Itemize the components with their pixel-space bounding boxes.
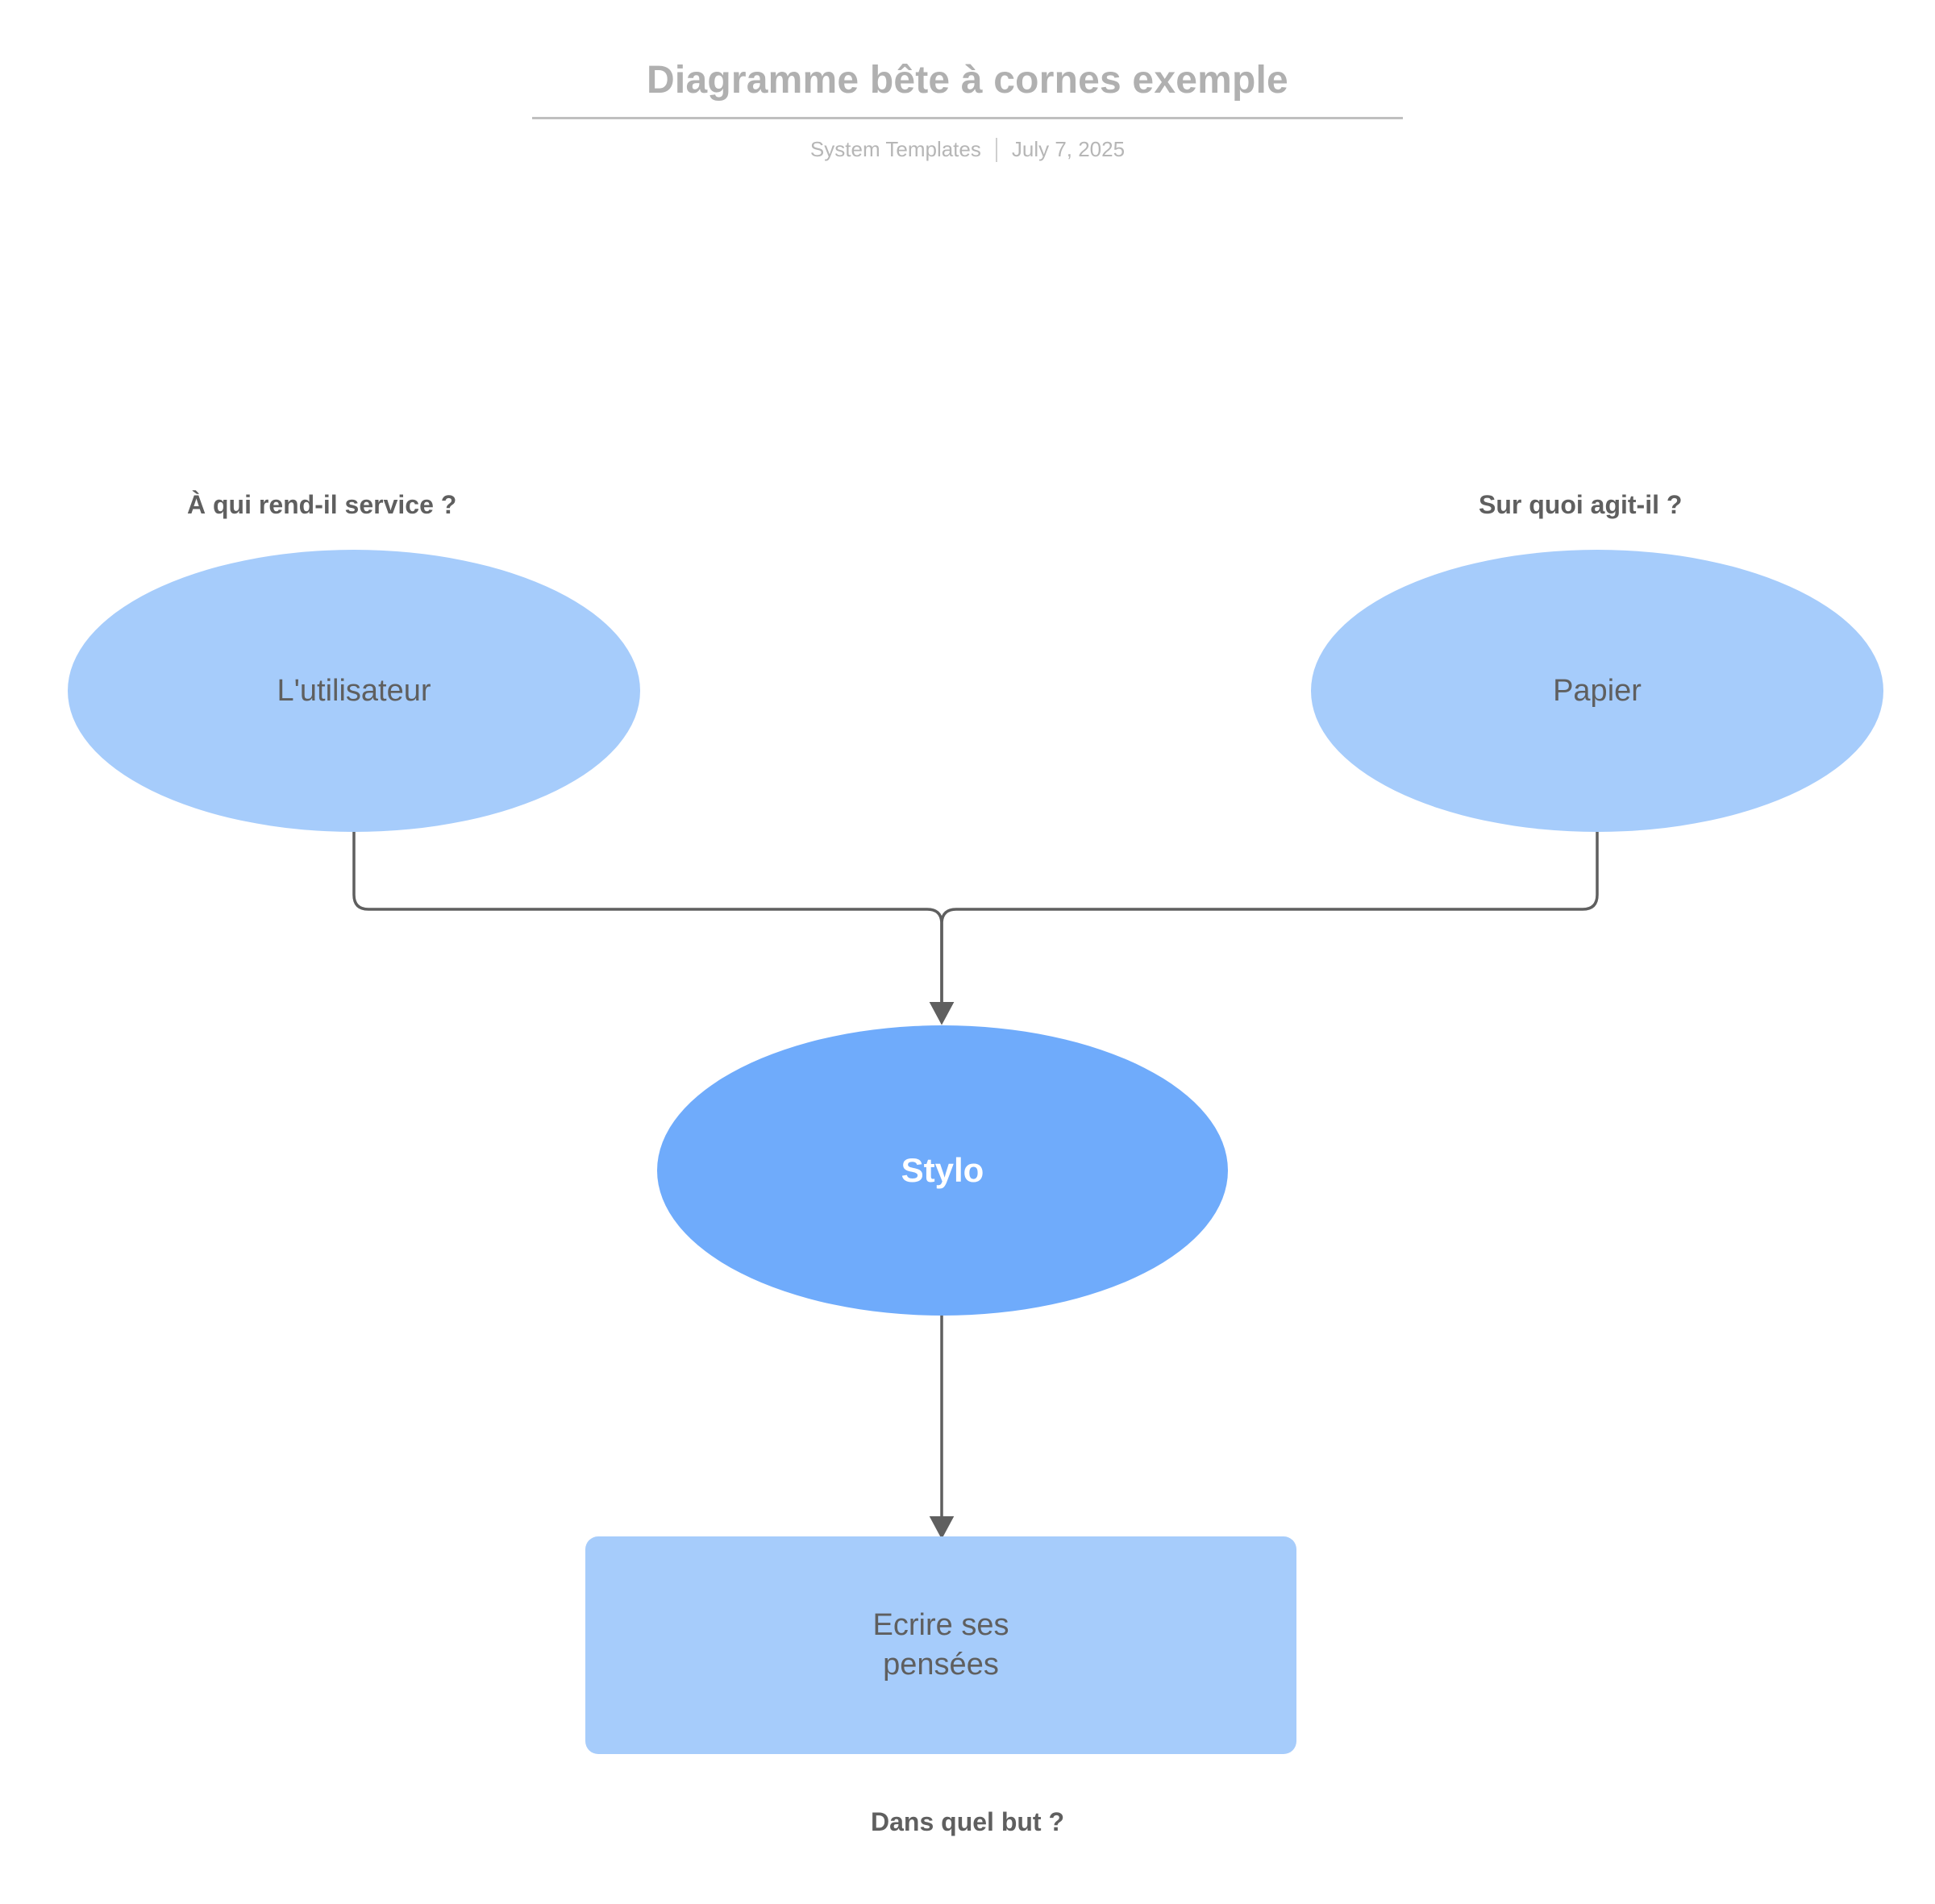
edge-user-to-product: [352, 832, 955, 1025]
edge-paper-to-product: [929, 832, 1599, 1025]
node-product[interactable]: Stylo: [657, 1025, 1228, 1316]
node-purpose-label-line1: Ecrire ses: [872, 1608, 1009, 1643]
node-purpose[interactable]: Ecrire ses pensées: [585, 1536, 1296, 1754]
meta-separator: [995, 137, 997, 162]
question-label-purpose: Dans quel but ?: [871, 1807, 1064, 1836]
title-divider: [532, 117, 1403, 120]
question-label-who: À qui rend-il service ?: [187, 490, 457, 519]
document-header: Diagramme bête à cornes exemple System T…: [0, 58, 1935, 162]
node-product-label: Stylo: [901, 1151, 984, 1190]
date-label: July 7, 2025: [1011, 137, 1126, 162]
node-user[interactable]: L'utilisateur: [68, 550, 640, 832]
node-user-label: L'utilisateur: [277, 673, 431, 708]
page-title: Diagramme bête à cornes exemple: [647, 59, 1288, 102]
node-paper-label: Papier: [1553, 673, 1642, 708]
node-purpose-label-line2: pensées: [883, 1648, 999, 1682]
document-meta: System Templates July 7, 2025: [0, 137, 1935, 162]
node-paper[interactable]: Papier: [1311, 550, 1883, 832]
author-label: System Templates: [809, 137, 981, 162]
node-purpose-label: Ecrire ses pensées: [873, 1606, 1009, 1684]
